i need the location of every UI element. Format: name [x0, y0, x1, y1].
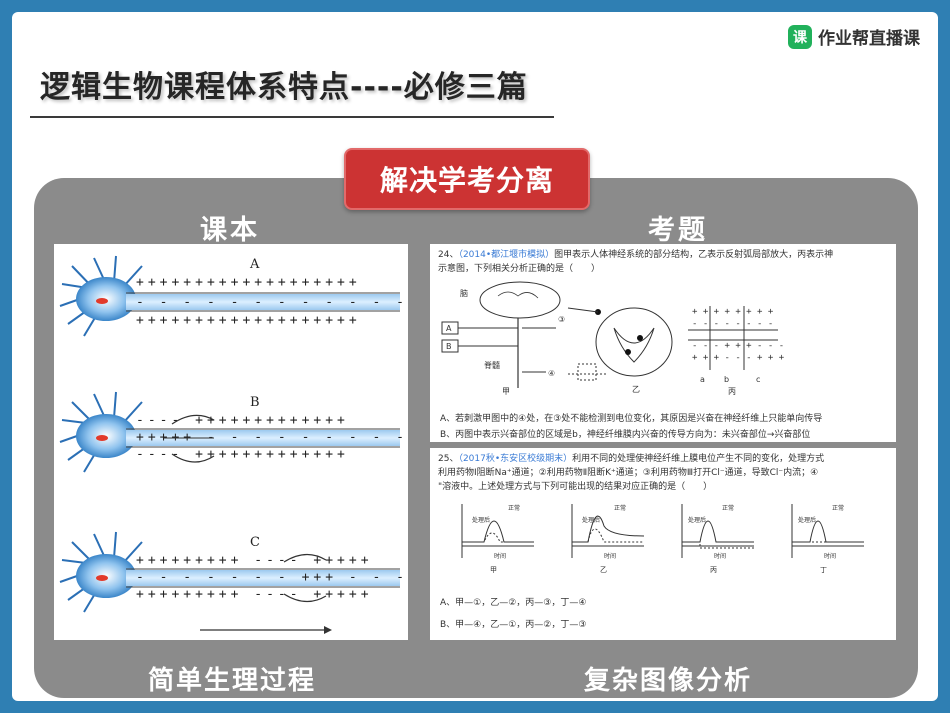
- svg-text:正常: 正常: [722, 504, 734, 512]
- svg-text:+++++++++ ---- +++++: +++++++++ ---- +++++: [136, 553, 373, 568]
- svg-text:处理后: 处理后: [582, 516, 600, 524]
- svg-text:③: ③: [558, 315, 565, 324]
- label-c: C: [250, 535, 260, 550]
- left-footer: 简单生理过程: [148, 666, 317, 696]
- brand-logo: 课 作业帮直播课: [788, 24, 920, 49]
- svg-text:脊髓: 脊髓: [484, 360, 500, 370]
- neuron-c: +++++++++ ---- +++++ - - - - - - - +++ -…: [59, 531, 408, 634]
- svg-text:A: A: [446, 324, 452, 333]
- svg-text:④: ④: [548, 369, 555, 378]
- option-b: B、丙图中表示兴奋部位的区域是b，神经纤维膜内兴奋的传导方向为：未兴奋部位→兴奋…: [440, 430, 811, 440]
- svg-text:处理后: 处理后: [798, 516, 816, 524]
- nucleus-icon: [96, 575, 108, 581]
- option-a: A、若刺激甲图中的④处，在③处不能检测到电位变化，其原因是兴奋在神经纤维上只能单…: [440, 414, 823, 424]
- brand-icon: 课: [788, 24, 812, 49]
- svg-text:B: B: [446, 342, 452, 351]
- svg-text:丙: 丙: [728, 387, 736, 396]
- svg-text:时间: 时间: [824, 552, 836, 560]
- textbook-figure: +++++++++++++++++++ - - - - - - - - - - …: [54, 244, 451, 640]
- question-25: 25、（2017秋•东安区校级期末）利用不同的处理使神经纤维上膜电位产生不同的变…: [430, 448, 896, 640]
- svg-text:- - - - - - - +++ - - -: - - - - - - - +++ - - -: [136, 570, 408, 585]
- svg-text:- - - - - - - - - - - - - -: - - - - - - - - - - - - - -: [136, 295, 408, 310]
- slide: 课 作业帮直播课 逻辑生物课程体系特点----必修三篇 解决学考分离 课本 考题: [12, 12, 938, 701]
- svg-text:+ + + - - - + + +: + + + - - - + + +: [692, 353, 785, 363]
- svg-text:c: c: [756, 375, 760, 384]
- brand-name: 作业帮直播课: [818, 29, 920, 49]
- svg-text:时间: 时间: [494, 552, 506, 560]
- svg-text:乙: 乙: [632, 385, 640, 394]
- svg-text:---- +++++++++++++: ---- +++++++++++++: [136, 413, 349, 428]
- neuron-b: ---- +++++++++++++ +++++ - - - - - - - -…: [59, 391, 408, 473]
- svg-text:正常: 正常: [832, 504, 844, 512]
- question-stem: 25、（2017秋•东安区校级期末）利用不同的处理使神经纤维上膜电位产生不同的变…: [438, 454, 825, 464]
- graph-yi: 处理后 正常 时间 乙: [571, 504, 645, 574]
- question-stem-2: 利用药物Ⅰ阻断Na⁺通道；②利用药物Ⅱ阻断K⁺通道；③利用药物Ⅲ打开Cl⁻通道，…: [438, 468, 819, 478]
- highlight-tag: 解决学考分离: [344, 148, 590, 210]
- left-heading: 课本: [200, 215, 260, 246]
- option-a: A、甲—①，乙—②，丙—③，丁—④: [440, 598, 587, 608]
- question-stem: 24、（2014•都江堰市模拟）图甲表示人体神经系统的部分结构，乙表示反射弧局部…: [438, 250, 834, 260]
- svg-text:+ + + + + + + +: + + + + + + + +: [692, 307, 774, 317]
- graph-ding: 处理后 正常 时间 丁: [791, 504, 864, 574]
- svg-text:正常: 正常: [508, 504, 520, 512]
- svg-text:+++++++++++++++++++: +++++++++++++++++++: [136, 275, 361, 290]
- svg-text:丁: 丁: [820, 566, 827, 574]
- slide-title: 逻辑生物课程体系特点----必修三篇: [40, 70, 528, 105]
- svg-text:+++++ - - - - - - - - -: +++++ - - - - - - - - -: [136, 430, 408, 445]
- svg-text:- - - + + + - - -: - - - + + + - - -: [692, 341, 784, 351]
- svg-text:---- +++++++++++++: ---- +++++++++++++: [136, 447, 349, 462]
- graph-jia: 处理后 正常 时间 甲: [461, 504, 534, 574]
- question-24: 24、（2014•都江堰市模拟）图甲表示人体神经系统的部分结构，乙表示反射弧局部…: [430, 244, 896, 442]
- svg-text:乙: 乙: [600, 566, 607, 574]
- neuron-a: +++++++++++++++++++ - - - - - - - - - - …: [59, 255, 451, 337]
- svg-text:脑: 脑: [460, 288, 468, 298]
- svg-text:甲: 甲: [502, 387, 510, 396]
- question-figure: 脑 A B 脊髓 ③ ④ 甲: [441, 281, 785, 396]
- label-a: A: [249, 257, 260, 272]
- nucleus-icon: [96, 298, 108, 304]
- svg-text:时间: 时间: [714, 552, 726, 560]
- svg-text:处理后: 处理后: [688, 516, 706, 524]
- label-b: B: [250, 395, 260, 410]
- exam-questions: 24、（2014•都江堰市模拟）图甲表示人体神经系统的部分结构，乙表示反射弧局部…: [430, 244, 896, 640]
- svg-text:- - - - - - - -: - - - - - - - -: [692, 319, 773, 329]
- title-underline: [30, 116, 554, 118]
- right-footer: 复杂图像分析: [584, 666, 753, 696]
- graph-bing: 处理后 正常 时间 丙: [681, 504, 754, 574]
- svg-text:正常: 正常: [614, 504, 626, 512]
- right-heading: 考题: [648, 215, 708, 246]
- svg-text:a: a: [700, 375, 705, 384]
- option-b: B、甲—④，乙—①，丙—②，丁—③: [440, 620, 587, 630]
- question-stem-2: 示意图，下列相关分析正确的是（ ）: [438, 264, 601, 274]
- svg-text:处理后: 处理后: [472, 516, 490, 524]
- svg-text:b: b: [724, 375, 729, 384]
- svg-text:+++++++++ ---- +++++: +++++++++ ---- +++++: [136, 587, 373, 602]
- svg-text:+++++++++++++++++++: +++++++++++++++++++: [136, 313, 361, 328]
- svg-text:时间: 时间: [604, 552, 616, 560]
- nucleus-icon: [96, 435, 108, 441]
- svg-text:丙: 丙: [710, 566, 717, 574]
- neuron-diagram: +++++++++++++++++++ - - - - - - - - - - …: [59, 255, 451, 634]
- question-stem-3: "溶液中。上述处理方式与下列可能出现的结果对应正确的是（ ）: [438, 482, 713, 492]
- svg-text:甲: 甲: [490, 566, 497, 574]
- potential-graphs: 处理后 正常 时间 甲 处理后 正常 时间 乙: [461, 504, 864, 574]
